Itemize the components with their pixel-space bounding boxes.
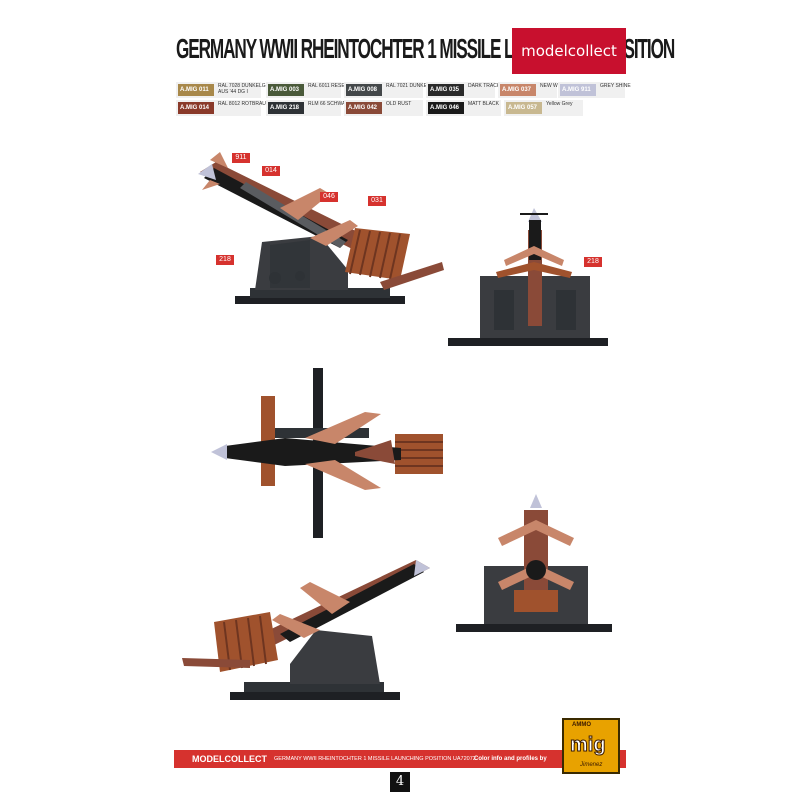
paint-code: A.MIG 218	[268, 102, 304, 114]
paint-chart: A.MIG 011 RAL 7028 DUNKELGELB AUS '44 DG…	[176, 82, 631, 116]
paint-swatch: A.MIG 035 DARK TRACKS	[426, 82, 503, 98]
top-view	[205, 368, 445, 538]
paint-name: RAL 6011 RESEDAGRÜN	[308, 83, 367, 89]
paint-swatch: A.MIG 218 RLM 66 SCHWARZGRAU	[266, 100, 366, 116]
launcher-front-view-illustration	[448, 208, 608, 346]
launcher-top-view-illustration	[211, 368, 443, 538]
paint-name: DARK TRACKS	[468, 83, 504, 89]
paint-row-1: A.MIG 011 RAL 7028 DUNKELGELB AUS '44 DG…	[176, 82, 631, 98]
paint-code: A.MIG 014	[178, 102, 214, 114]
paint-name: NEW WOOD	[540, 83, 570, 89]
missile-body	[225, 438, 401, 466]
page-title: GERMANY WWII RHEINTOCHTER 1 MISSILE LAUN…	[176, 32, 675, 64]
callout-218: 218	[584, 257, 602, 267]
paint-name: RAL 7021 DUNKELGRAU	[386, 83, 445, 89]
paint-name: Yellow Grey	[546, 101, 573, 107]
paint-swatch: A.MIG 057 Yellow Grey	[504, 100, 584, 116]
turret-block	[290, 630, 380, 684]
paint-name: OLD RUST	[386, 101, 412, 107]
footer-bar: MODELCOLLECT GERMANY WWII RHEINTOCHTER 1…	[174, 750, 626, 768]
paint-code: A.MIG 042	[346, 102, 382, 114]
paint-swatch: A.MIG 911 GREY SHINE	[558, 82, 631, 98]
paint-name: RAL 8012 ROTBRAUN	[218, 101, 270, 107]
callout-014: 014	[262, 166, 280, 176]
paint-swatch: A.MIG 037 NEW WOOD	[498, 82, 569, 98]
missile-fin	[504, 246, 564, 266]
paint-code: A.MIG 911	[560, 84, 596, 96]
launcher-side-view-mirrored-illustration	[182, 560, 430, 700]
callout-046: 046	[320, 192, 338, 202]
missile-nose	[198, 164, 216, 180]
paint-name: RAL 7028 DUNKELGELB AUS '44 DG I	[218, 83, 276, 95]
mig-text: mig	[570, 734, 607, 757]
missile-nose	[414, 560, 430, 576]
paint-name: MATT BLACK	[468, 101, 499, 107]
base-frame	[250, 288, 390, 298]
paint-code: A.MIG 037	[500, 84, 536, 96]
missile-fin	[280, 188, 330, 220]
launcher-side-view-illustration	[198, 152, 444, 304]
missile-nose	[211, 444, 227, 460]
paint-name: RLM 66 SCHWARZGRAU	[308, 101, 367, 107]
missile-fin	[300, 582, 350, 614]
rear-view	[454, 490, 614, 640]
base-plate	[235, 296, 405, 304]
paint-swatch: A.MIG 008 RAL 7021 DUNKELGRAU	[344, 82, 444, 98]
wood-panel	[395, 434, 443, 474]
paint-code: A.MIG 057	[506, 102, 542, 114]
rear-spar	[380, 262, 444, 290]
footer-brand: MODELCOLLECT	[192, 754, 267, 764]
ammo-text: AMMO	[572, 722, 591, 728]
paint-code: A.MIG 011	[178, 84, 214, 96]
brand-logo: modelcollect	[512, 28, 626, 74]
launcher-rear-view-illustration	[456, 494, 612, 632]
header: GERMANY WWII RHEINTOCHTER 1 MISSILE LAUN…	[176, 28, 675, 74]
page-number: 4	[390, 772, 410, 792]
jimenez-text: Jimenez	[580, 762, 603, 768]
wood-panel	[514, 590, 558, 612]
paint-swatch: A.MIG 003 RAL 6011 RESEDAGRÜN	[266, 82, 366, 98]
paint-row-2: A.MIG 014 RAL 8012 ROTBRAUN A.MIG 218 RL…	[176, 100, 626, 116]
side-view-left	[180, 560, 450, 710]
paint-code: A.MIG 008	[346, 84, 382, 96]
missile-body	[280, 564, 424, 642]
missile-fin	[305, 412, 381, 444]
paint-code: A.MIG 003	[268, 84, 304, 96]
paint-name: GREY SHINE	[600, 83, 631, 89]
missile-fin	[498, 520, 574, 546]
paint-code: A.MIG 035	[428, 84, 464, 96]
footer-product: GERMANY WWII RHEINTOCHTER 1 MISSILE LAUN…	[274, 756, 476, 762]
paint-swatch: A.MIG 011 RAL 7028 DUNKELGELB AUS '44 DG…	[176, 82, 275, 98]
missile-nose	[530, 494, 542, 508]
footer-credit: Color info and profiles by	[474, 756, 547, 762]
side-view-right: 911 014 046 031 218	[180, 150, 450, 320]
callout-218: 218	[216, 255, 234, 265]
paint-swatch: A.MIG 042 OLD RUST	[344, 100, 424, 116]
callout-031: 031	[368, 196, 386, 206]
paint-swatch: A.MIG 014 RAL 8012 ROTBRAUN	[176, 100, 270, 116]
front-view: 218	[444, 200, 614, 350]
paint-code: A.MIG 046	[428, 102, 464, 114]
ammo-mig-logo: AMMO mig Jimenez	[562, 718, 620, 774]
paint-swatch: A.MIG 046 MATT BLACK	[426, 100, 502, 116]
callout-911: 911	[232, 153, 250, 163]
